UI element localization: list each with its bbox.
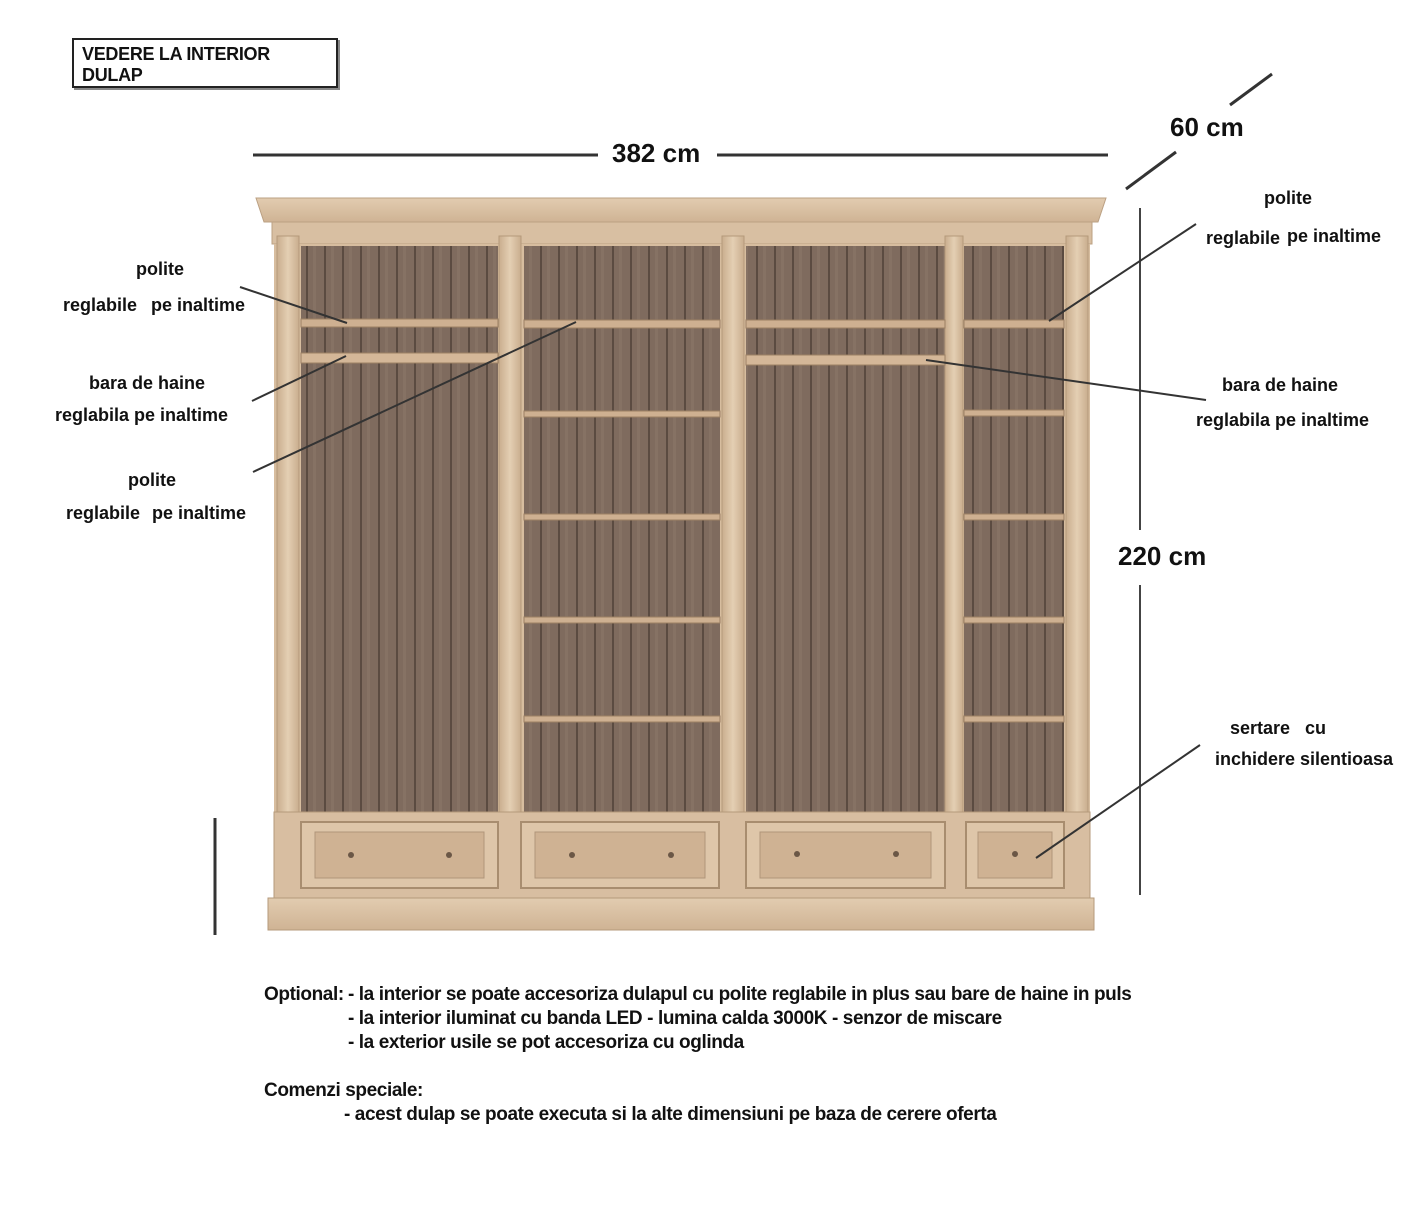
pilaster-4 (944, 235, 964, 899)
drawer-2[interactable] (520, 821, 720, 889)
callout-right-drawers-line2: inchidere silentioasa (1215, 749, 1394, 769)
clothes-rail (300, 352, 499, 364)
drawer-knob (1012, 851, 1018, 857)
callout-right-top-shelf-line2a: reglabile (1206, 228, 1281, 248)
shelf (300, 318, 499, 328)
height-dimension-label: 220 cm (1118, 541, 1207, 571)
optional-item: - la interior iluminat cu banda LED - lu… (348, 1008, 1002, 1029)
optional-row-1: Optional: - la interior se poate accesor… (264, 983, 1132, 1007)
pilaster-5 (1065, 235, 1089, 899)
notes-block: Optional: - la interior se poate accesor… (264, 983, 1132, 1127)
compartment-2-interior (524, 246, 720, 814)
drawer-4[interactable] (965, 821, 1065, 889)
optional-item: - la exterior usile se pot accesoriza cu… (348, 1032, 744, 1053)
shelf (523, 616, 721, 624)
callout-left-mid-shelf-line1: polite (128, 470, 176, 490)
callout-right-top-shelf-line2b: pe inaltime (1287, 226, 1382, 246)
pilaster-1 (276, 235, 300, 899)
shelf (745, 319, 946, 329)
compartment-1-interior (301, 246, 498, 814)
leader-line (251, 355, 347, 402)
callout-right-rail-line2: reglabila pe inaltime (1196, 410, 1370, 430)
shelf (523, 715, 721, 723)
drawer-knob (794, 851, 800, 857)
shelf (523, 410, 721, 418)
diagram-title: VEDERE LA INTERIOR DULAP (72, 38, 338, 88)
drawer-3[interactable] (745, 821, 946, 889)
callout-left-rail-line2: reglabila pe inaltime (55, 405, 229, 425)
callout-right-top-shelf-line1: polite (1264, 188, 1312, 208)
compartment-3-interior (746, 246, 945, 814)
depth-dimension-line-top (1229, 72, 1273, 107)
leader-line (1048, 223, 1197, 322)
drawer-knob (569, 852, 575, 858)
callout-right-rail-line1: bara de haine (1222, 375, 1339, 395)
leader-line (1035, 744, 1201, 859)
depth-dimension-line-bottom (1125, 150, 1177, 191)
leader-line (925, 359, 1207, 401)
depth-dimension-label: 60 cm (1170, 112, 1244, 142)
crown-cornice (255, 197, 1107, 223)
callout-left-mid-shelf-line2b: pe inaltime (152, 503, 247, 523)
optional-label: Optional: (264, 984, 344, 1005)
plinth (267, 897, 1095, 931)
shelf (963, 616, 1065, 624)
leader-line (252, 321, 577, 473)
optional-item: - la interior se poate accesoriza dulapu… (348, 984, 1132, 1005)
callout-right-drawers-line1a: sertare (1230, 718, 1291, 738)
shelf (963, 319, 1065, 329)
special-label: Comenzi speciale: (264, 1080, 423, 1101)
callout-left-rail-line1: bara de haine (89, 373, 206, 393)
callout-left-mid-shelf-line2a: reglabile (66, 503, 141, 523)
callout-left-top-shelf-line2b: pe inaltime (151, 295, 246, 315)
clothes-rail (745, 354, 946, 366)
callout-left-top-shelf-line2a: reglabile (63, 295, 138, 315)
leader-line (239, 286, 348, 324)
compartment-4-interior (964, 246, 1064, 814)
shelf (963, 513, 1065, 521)
drawer-1[interactable] (300, 821, 499, 889)
shelf (523, 319, 721, 329)
pilaster-3 (721, 235, 745, 899)
drawer-knob (348, 852, 354, 858)
shelf (963, 715, 1065, 723)
drawer-knob (893, 851, 899, 857)
shelf (523, 513, 721, 521)
pilaster-2 (498, 235, 522, 899)
drawer-knob (446, 852, 452, 858)
crown-frieze (271, 221, 1093, 245)
callout-right-drawers-line1b: cu (1305, 718, 1327, 738)
callout-left-top-shelf-line1: polite (136, 259, 184, 279)
drawer-knob (668, 852, 674, 858)
shelf (963, 409, 1065, 417)
width-dimension-label: 382 cm (612, 138, 701, 168)
special-item: - acest dulap se poate executa si la alt… (344, 1104, 997, 1125)
